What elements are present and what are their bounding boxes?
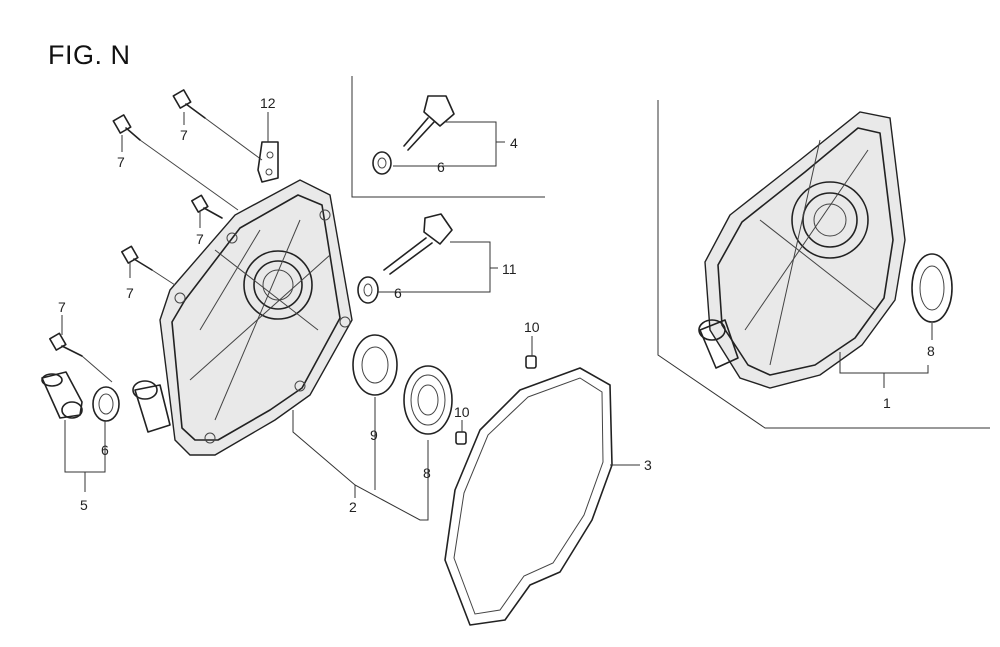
callout-8-inset: 8 [927,343,935,359]
oil-seal-9 [352,334,398,396]
flange-bolt-b [112,114,239,211]
callout-9: 9 [370,427,378,443]
callout-7-c: 7 [196,231,204,247]
callout-2: 2 [349,499,357,515]
crankcase-cover-complete [698,111,953,389]
cover-gasket [444,367,613,626]
flange-bolt-c [191,194,223,219]
callout-6-middle: 6 [394,285,402,301]
callout-4: 4 [510,135,518,151]
inset-frame-complete-assembly [657,100,990,429]
dowel-pin-b [455,431,467,445]
bracket [257,141,279,183]
oil-filler-cap-4 [403,95,455,151]
washer-6-middle [357,276,379,304]
callout-7-a: 7 [180,127,188,143]
crankcase-cover [132,179,353,456]
callout-5: 5 [80,497,88,513]
callout-6-inset: 6 [437,159,445,175]
callout-1: 1 [883,395,891,411]
leader-lines [61,112,933,521]
callout-11: 11 [502,261,517,277]
flange-bolt-a [172,89,263,161]
callout-6-left: 6 [101,442,109,458]
callout-7-e: 7 [58,299,66,315]
callout-7-b: 7 [117,154,125,170]
dowel-pin-a [525,355,537,369]
oil-filler-cap-11 [383,213,453,275]
callout-7-d: 7 [126,285,134,301]
callout-10-b: 10 [454,404,470,420]
flange-bolt-d [121,245,176,286]
figure-title: FIG. N [48,40,131,70]
callout-8-main: 8 [423,465,431,481]
flange-bolt-e [49,332,113,383]
callout-12: 12 [260,95,276,111]
oil-seal-left [92,386,120,422]
washer-6-inset [372,151,392,175]
radial-bearing-8 [403,365,453,435]
callout-10-a: 10 [524,319,540,335]
inset-frame-oil-filler [351,76,545,198]
callout-3: 3 [644,457,652,473]
sleeve-assembly [41,371,83,419]
